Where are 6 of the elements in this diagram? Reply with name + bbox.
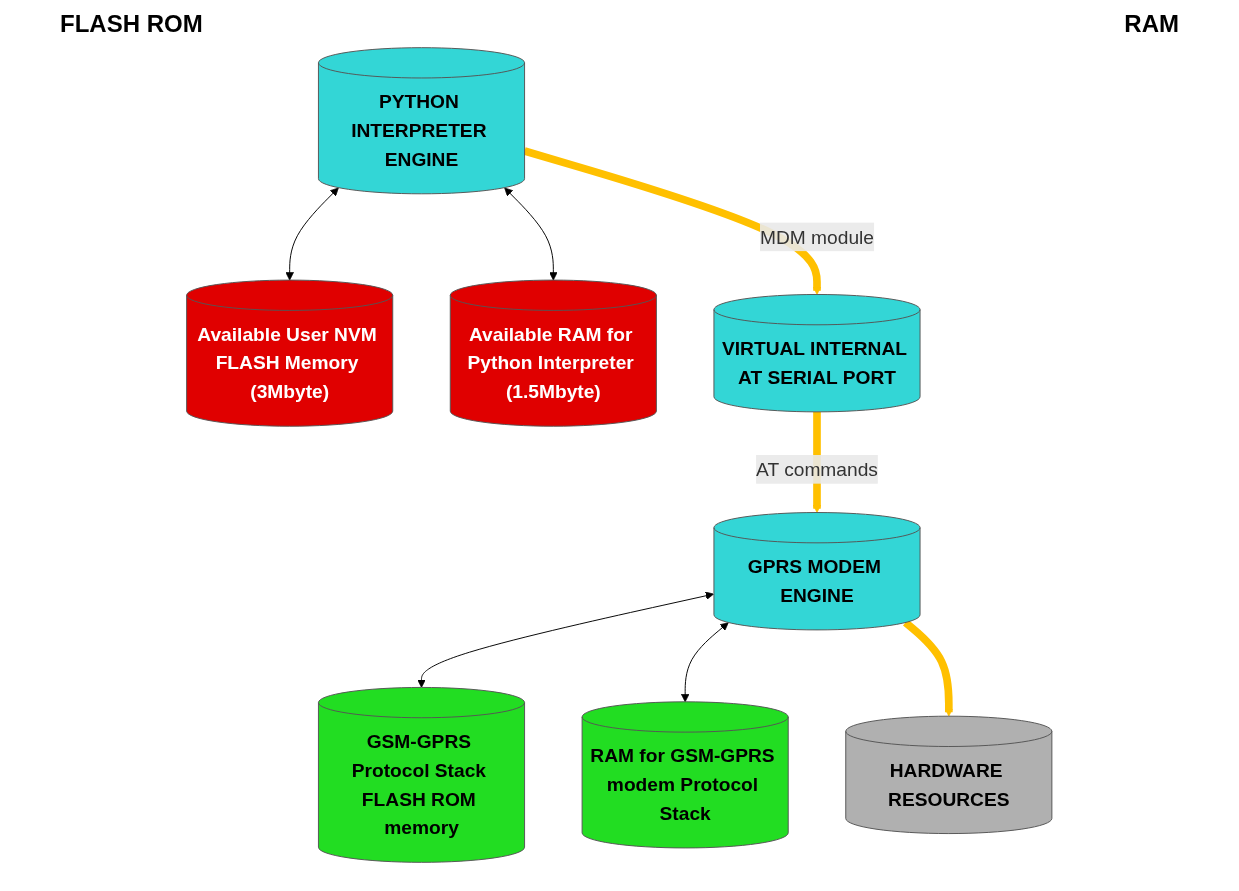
arrow	[523, 147, 822, 295]
column-heading: RAM	[1124, 10, 1179, 39]
column-heading: FLASH ROM	[60, 10, 203, 39]
arrow	[903, 619, 954, 717]
edge-label: MDM module	[760, 226, 875, 248]
edge-label: AT commands	[756, 458, 879, 480]
